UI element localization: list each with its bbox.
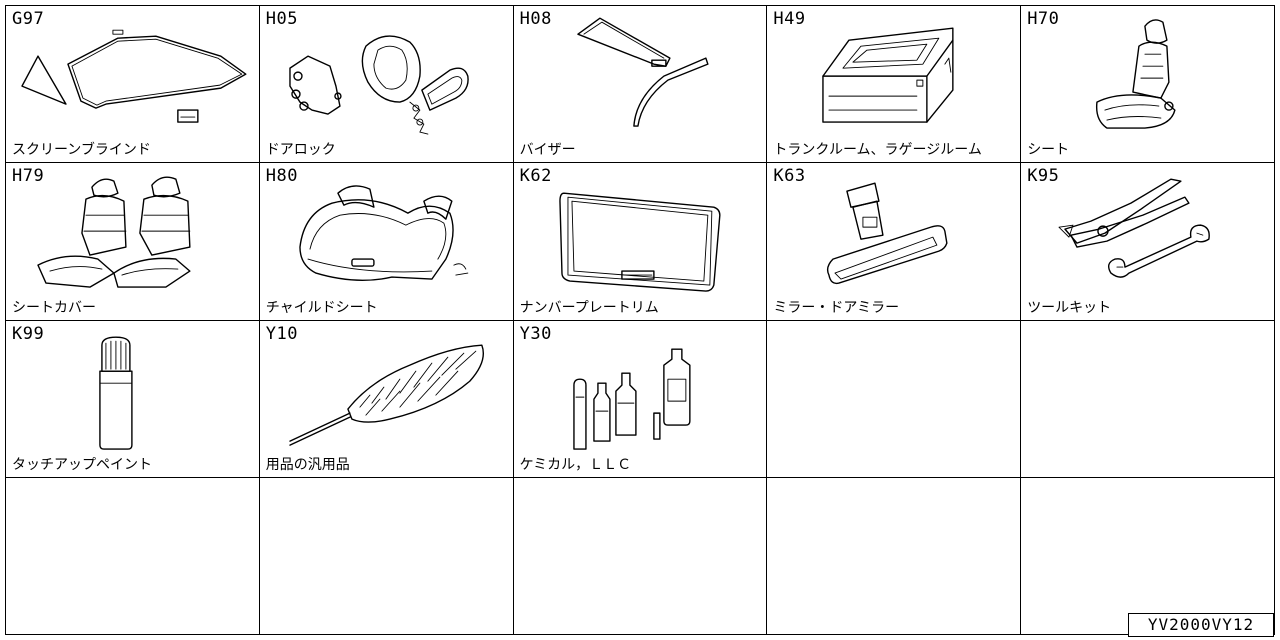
part-cell-k63[interactable]: K63 ミラー・ドアミラー bbox=[767, 163, 1022, 321]
part-label: チャイルドシート bbox=[265, 299, 378, 316]
part-label: ミラー・ドアミラー bbox=[773, 299, 900, 316]
part-code: H79 bbox=[12, 166, 45, 187]
part-code: H05 bbox=[265, 9, 299, 29]
visor-icon bbox=[514, 6, 767, 162]
part-label: ナンバープレートリム bbox=[519, 299, 659, 316]
seat-icon bbox=[1021, 6, 1274, 162]
part-code: K62 bbox=[519, 166, 552, 187]
empty-cell bbox=[1021, 477, 1275, 635]
part-code: H49 bbox=[773, 9, 806, 29]
part-code: K99 bbox=[12, 323, 45, 344]
parts-catalog-grid: G97 スクリーンブラインド H05 bbox=[5, 5, 1275, 635]
part-code: H80 bbox=[265, 166, 299, 187]
part-code: K63 bbox=[773, 166, 806, 187]
part-cell-h70[interactable]: H70 シート bbox=[1021, 6, 1275, 164]
part-cell-y30[interactable]: Y30 ケミカル，ＬＬＣ bbox=[513, 320, 768, 478]
chemical-bottles-icon bbox=[514, 321, 767, 477]
part-label: トランクルーム、ラゲージルーム bbox=[773, 142, 982, 159]
empty-cell bbox=[259, 477, 514, 635]
part-cell-k99[interactable]: K99 タッチアップペイント bbox=[6, 320, 260, 478]
part-label: ツールキット bbox=[1027, 299, 1112, 316]
part-code: Y30 bbox=[519, 323, 552, 344]
door-lock-icon bbox=[260, 6, 513, 162]
part-label: タッチアップペイント bbox=[12, 456, 152, 473]
empty-cell bbox=[767, 477, 1022, 635]
part-label: バイザー bbox=[519, 142, 576, 159]
part-label: シートカバー bbox=[12, 299, 96, 316]
diagram-code: YV2000VY12 bbox=[1128, 613, 1274, 637]
empty-cell bbox=[1021, 320, 1275, 478]
plate-rim-icon bbox=[514, 163, 767, 319]
part-cell-h79[interactable]: H79 シートカバー bbox=[6, 163, 260, 321]
part-cell-h80[interactable]: H80 チャイルドシート bbox=[259, 163, 514, 321]
part-code: H70 bbox=[1027, 9, 1060, 29]
screen-blind-icon bbox=[6, 6, 259, 162]
part-label: スクリーンブラインド bbox=[12, 142, 151, 159]
touch-up-paint-icon bbox=[6, 321, 259, 477]
part-code: K95 bbox=[1027, 166, 1060, 187]
part-label: ケミカル，ＬＬＣ bbox=[519, 456, 632, 473]
part-label: シート bbox=[1027, 142, 1070, 159]
duster-icon bbox=[260, 321, 513, 477]
empty-cell bbox=[513, 477, 768, 635]
part-cell-g97[interactable]: G97 スクリーンブラインド bbox=[6, 6, 260, 164]
part-cell-h08[interactable]: H08 バイザー bbox=[513, 6, 768, 164]
part-cell-y10[interactable]: Y10 用品の汎用品 bbox=[259, 320, 514, 478]
part-cell-h49[interactable]: H49 トランクルーム、ラゲージルーム bbox=[767, 6, 1022, 164]
child-seat-icon bbox=[260, 163, 513, 319]
seat-cover-icon bbox=[6, 163, 259, 319]
empty-cell bbox=[767, 320, 1022, 478]
trunk-box-icon bbox=[767, 6, 1020, 162]
part-cell-k62[interactable]: K62 ナンバープレートリム bbox=[513, 163, 768, 321]
part-label: ドアロック bbox=[265, 142, 336, 159]
part-code: H08 bbox=[519, 9, 552, 29]
mirror-icon bbox=[767, 163, 1020, 319]
part-cell-h05[interactable]: H05 ドアロック bbox=[259, 6, 514, 164]
part-cell-k95[interactable]: K95 ツールキット bbox=[1021, 163, 1275, 321]
tool-kit-icon bbox=[1021, 163, 1274, 319]
part-code: Y10 bbox=[265, 323, 299, 344]
part-label: 用品の汎用品 bbox=[265, 456, 350, 473]
part-code: G97 bbox=[12, 9, 45, 29]
empty-cell bbox=[6, 477, 260, 635]
